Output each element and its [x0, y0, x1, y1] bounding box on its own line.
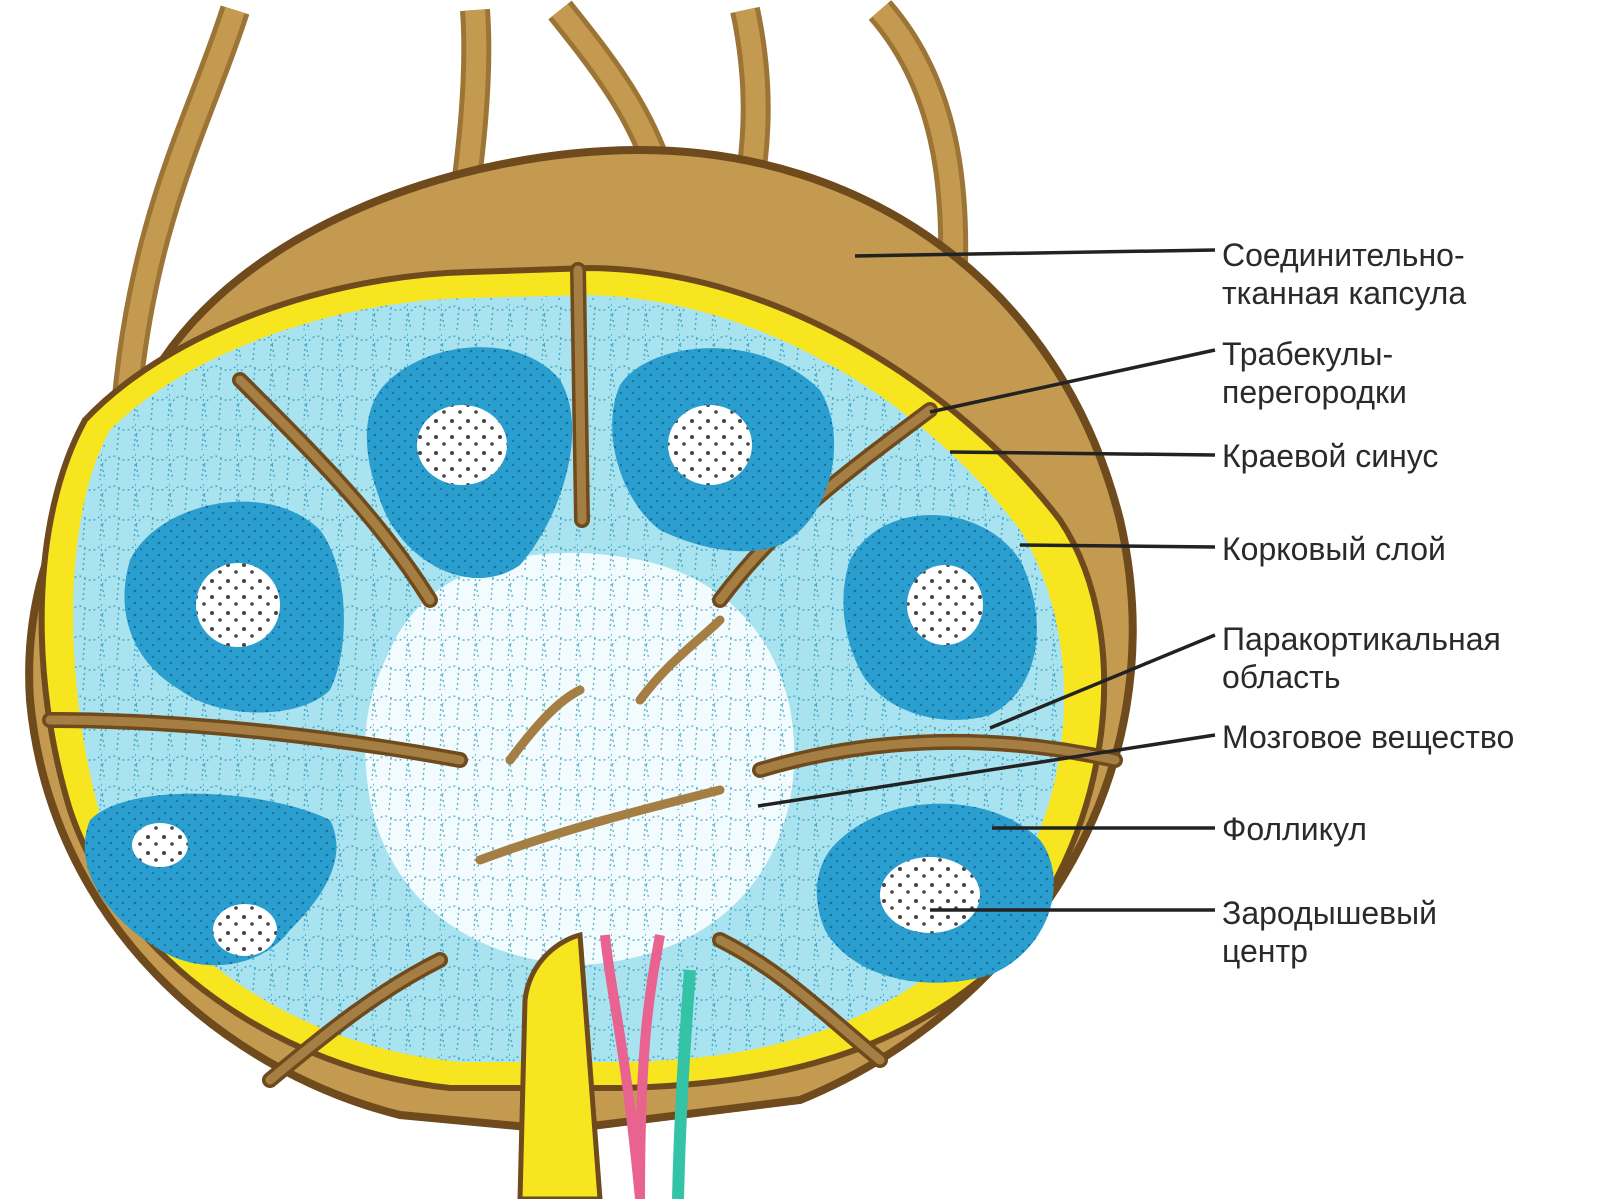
- label-marginal-sinus: Краевой синус: [1222, 437, 1438, 475]
- label-paracortex-line2: область: [1222, 658, 1501, 696]
- label-capsule: Соединительно- тканная капсула: [1222, 236, 1466, 312]
- label-cortex: Корковый слой: [1222, 530, 1446, 568]
- label-germinal-center: Зародышевый центр: [1222, 894, 1437, 970]
- label-trabeculae: Трабекулы- перегородки: [1222, 335, 1407, 411]
- label-germinal-center-line2: центр: [1222, 932, 1437, 970]
- label-cortex-line1: Корковый слой: [1222, 530, 1446, 568]
- leader-cortex: [1020, 545, 1215, 547]
- label-paracortex-line1: Паракортикальная: [1222, 620, 1501, 658]
- label-follicle-line1: Фолликул: [1222, 810, 1367, 848]
- label-trabeculae-line2: перегородки: [1222, 373, 1407, 411]
- label-trabeculae-line1: Трабекулы-: [1222, 335, 1407, 373]
- label-paracortex: Паракортикальная область: [1222, 620, 1501, 696]
- label-germinal-center-line1: Зародышевый: [1222, 894, 1437, 932]
- label-medulla: Мозговое вещество: [1222, 718, 1514, 756]
- label-capsule-line2: тканная капсула: [1222, 274, 1466, 312]
- label-follicle: Фолликул: [1222, 810, 1367, 848]
- label-marginal-sinus-line1: Краевой синус: [1222, 437, 1438, 475]
- label-capsule-line1: Соединительно-: [1222, 236, 1466, 274]
- label-medulla-line1: Мозговое вещество: [1222, 718, 1514, 756]
